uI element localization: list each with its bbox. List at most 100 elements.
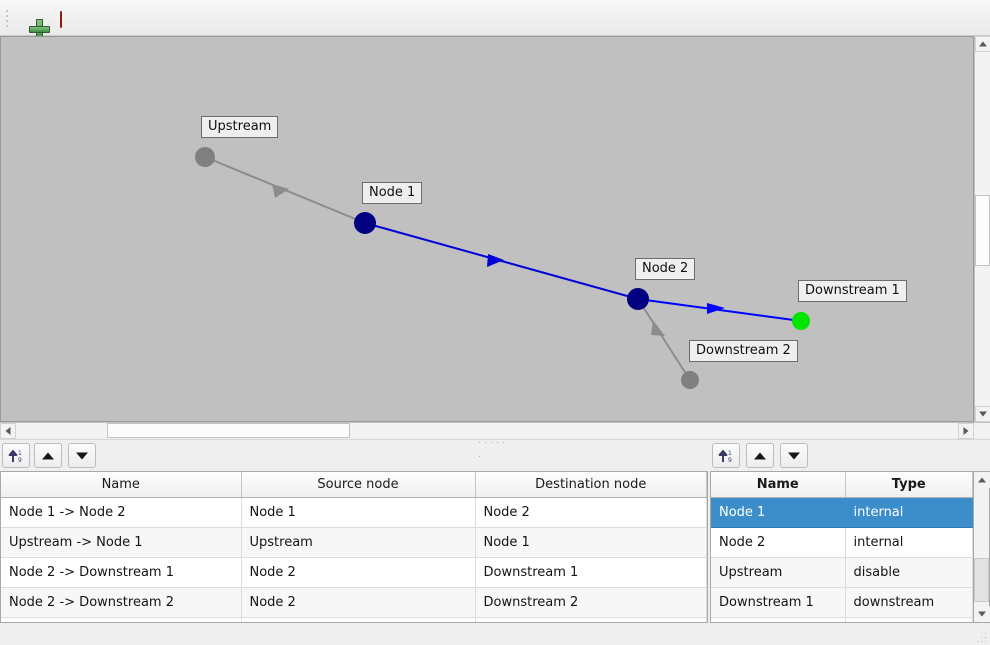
graph-scroll-right-button[interactable] <box>958 423 974 439</box>
table-row[interactable]: Node 2 internal <box>711 527 973 558</box>
graph-node-label-node1[interactable]: Node 1 <box>362 182 423 204</box>
node-name-cell[interactable]: Upstream <box>711 557 846 588</box>
remove-node-button[interactable] <box>48 8 74 30</box>
triangle-down-icon <box>978 611 986 617</box>
triangle-down-icon <box>788 452 800 459</box>
triangle-up-icon <box>754 452 766 459</box>
graph-horizontal-scroll-thumb[interactable] <box>107 423 350 438</box>
node-type-cell[interactable]: downstream <box>845 587 973 618</box>
node-name-cell[interactable]: Node 2 <box>711 527 846 558</box>
edges-pane-toolbar: 1 9 <box>0 443 708 471</box>
svg-text:1: 1 <box>728 450 732 457</box>
graph-node-downstream1 <box>792 312 810 330</box>
table-empty-row <box>711 617 973 622</box>
edge-source-cell[interactable]: Node 2 <box>241 587 476 618</box>
graph-node-node1 <box>354 212 376 234</box>
edges-column-header-destination[interactable]: Destination node <box>475 472 707 498</box>
nodes-scroll-down-button[interactable] <box>974 606 990 622</box>
table-empty-row <box>1 617 707 622</box>
splitter-grip-icon <box>479 442 513 457</box>
nodes-pane: 1 9 Name Type Node 1 internal <box>710 443 990 623</box>
table-row[interactable]: Downstream 1 downstream <box>711 587 973 618</box>
graph-node-node2 <box>627 288 649 310</box>
sort-ascending-icon: 1 9 <box>8 449 22 464</box>
graph-node-upstream <box>195 147 215 167</box>
table-row[interactable]: Upstream disable <box>711 557 973 588</box>
triangle-up-icon <box>978 477 986 483</box>
graph-node-label-downstream2[interactable]: Downstream 2 <box>689 340 798 362</box>
edge-source-cell[interactable]: Node 1 <box>241 497 476 528</box>
edge-source-cell[interactable]: Upstream <box>241 527 476 558</box>
triangle-up-icon <box>42 452 54 459</box>
minus-icon <box>60 10 62 28</box>
node-type-cell[interactable]: disable <box>845 557 973 588</box>
edge-name-cell[interactable]: Upstream -> Node 1 <box>1 527 242 558</box>
graph-panel: Upstream Node 1 Node 2 Downstream 1 Down… <box>0 36 990 439</box>
panel-splitter[interactable] <box>0 439 990 457</box>
graph-svg <box>195 147 810 389</box>
nodes-column-header-name[interactable]: Name <box>711 472 846 498</box>
edge-name-cell[interactable]: Node 2 -> Downstream 1 <box>1 557 242 588</box>
graph-node-label-node2[interactable]: Node 2 <box>635 258 696 280</box>
arrowhead-node2-downstream2 <box>651 320 665 336</box>
edges-table-container[interactable]: Name Source node Destination node Node 1… <box>0 471 708 623</box>
edge-source-cell[interactable]: Node 2 <box>241 557 476 588</box>
table-row[interactable]: Upstream -> Node 1 Upstream Node 1 <box>1 527 707 558</box>
graph-node-label-upstream[interactable]: Upstream <box>201 116 279 138</box>
edges-move-down-button[interactable] <box>68 443 96 468</box>
window-footer <box>0 625 990 645</box>
table-row[interactable]: Node 2 -> Downstream 1 Node 2 Downstream… <box>1 557 707 588</box>
edges-sort-button[interactable]: 1 9 <box>2 443 30 468</box>
edge-node2-downstream2 <box>637 298 691 381</box>
graph-scroll-down-button[interactable] <box>975 406 990 422</box>
edges-pane: 1 9 Name Source node Destination node N <box>0 443 708 623</box>
arrowhead-upstream-node1 <box>272 184 289 198</box>
table-row[interactable]: Node 1 -> Node 2 Node 1 Node 2 <box>1 497 707 528</box>
nodes-pane-toolbar: 1 9 <box>710 443 990 471</box>
edge-node2-downstream1 <box>637 298 802 322</box>
drag-handle-icon[interactable] <box>6 10 11 27</box>
nodes-sort-button[interactable]: 1 9 <box>712 443 740 468</box>
nodes-scroll-up-button[interactable] <box>974 472 990 488</box>
edges-table: Name Source node Destination node Node 1… <box>1 472 707 622</box>
table-row[interactable]: Node 1 internal <box>711 497 973 528</box>
edges-column-header-source[interactable]: Source node <box>241 472 476 498</box>
arrowhead-node1-node2 <box>487 254 504 267</box>
node-name-cell[interactable]: Node 1 <box>711 497 846 528</box>
arrowhead-node2-downstream1 <box>707 303 725 314</box>
graph-scroll-left-button[interactable] <box>0 423 16 439</box>
graph-horizontal-scrollbar[interactable] <box>0 422 990 439</box>
node-name-cell[interactable]: Downstream 1 <box>711 587 846 618</box>
table-row[interactable]: Node 2 -> Downstream 2 Node 2 Downstream… <box>1 587 707 618</box>
graph-scroll-up-button[interactable] <box>975 36 990 52</box>
nodes-move-up-button[interactable] <box>746 443 774 468</box>
edges-column-header-name[interactable]: Name <box>1 472 242 498</box>
triangle-down-icon <box>76 452 88 459</box>
edge-destination-cell[interactable]: Node 2 <box>475 497 707 528</box>
add-node-button[interactable] <box>16 8 50 40</box>
triangle-down-icon <box>979 411 987 417</box>
edge-name-cell[interactable]: Node 1 -> Node 2 <box>1 497 242 528</box>
nodes-table-container[interactable]: Name Type Node 1 internal Node 2 interna… <box>710 471 974 623</box>
edge-name-cell[interactable]: Node 2 -> Downstream 2 <box>1 587 242 618</box>
node-type-cell[interactable]: internal <box>845 527 973 558</box>
edges-move-up-button[interactable] <box>34 443 62 468</box>
graph-node-label-downstream1[interactable]: Downstream 1 <box>798 280 907 302</box>
nodes-move-down-button[interactable] <box>780 443 808 468</box>
nodes-vertical-scroll-thumb[interactable] <box>974 558 989 602</box>
graph-vertical-scroll-thumb[interactable] <box>975 195 990 266</box>
nodes-vertical-scrollbar[interactable] <box>974 471 990 623</box>
node-type-cell[interactable]: internal <box>845 497 973 528</box>
edge-destination-cell[interactable]: Node 1 <box>475 527 707 558</box>
sort-ascending-icon: 1 9 <box>718 449 732 464</box>
edge-destination-cell[interactable]: Downstream 2 <box>475 587 707 618</box>
svg-text:9: 9 <box>728 457 732 464</box>
graph-edges <box>204 156 802 381</box>
svg-text:1: 1 <box>18 450 22 457</box>
nodes-table: Name Type Node 1 internal Node 2 interna… <box>711 472 973 622</box>
resize-grip-icon[interactable] <box>977 633 987 643</box>
graph-canvas[interactable]: Upstream Node 1 Node 2 Downstream 1 Down… <box>0 36 974 422</box>
nodes-column-header-type[interactable]: Type <box>845 472 973 498</box>
edge-destination-cell[interactable]: Downstream 1 <box>475 557 707 588</box>
graph-vertical-scrollbar[interactable] <box>974 36 990 422</box>
